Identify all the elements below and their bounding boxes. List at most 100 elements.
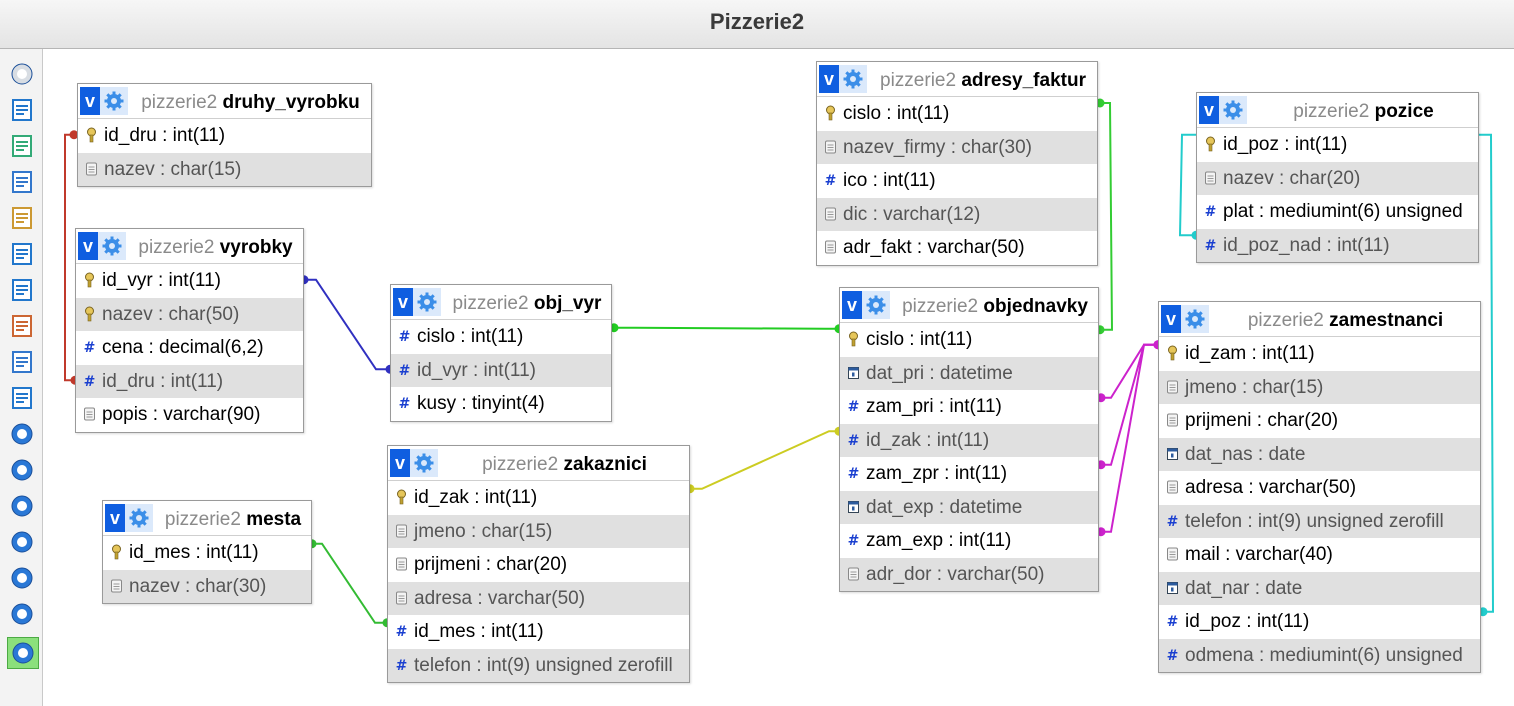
table-column-row[interactable]: id_zak : int(11) <box>388 481 689 515</box>
gear-icon[interactable] <box>125 504 153 532</box>
save-icon[interactable] <box>9 241 35 267</box>
table-column-row[interactable]: id_zam : int(11) <box>1159 337 1480 371</box>
table-column-row[interactable]: dat_nas : date <box>1159 437 1480 471</box>
export-icon[interactable] <box>9 601 35 627</box>
table-column-row[interactable]: nazev : char(15) <box>78 152 371 186</box>
table-column-row[interactable]: #plat : mediumint(6) unsigned <box>1197 195 1478 229</box>
gear-icon[interactable] <box>410 449 438 477</box>
table-column-row[interactable]: prijmeni : char(20) <box>1159 404 1480 438</box>
table-column-row[interactable]: #zam_zpr : int(11) <box>840 457 1098 491</box>
table-list-icon[interactable] <box>9 349 35 375</box>
table-column-row[interactable]: cislo : int(11) <box>817 97 1097 131</box>
table-column-row[interactable]: adresa : varchar(50) <box>1159 471 1480 505</box>
table-column-row[interactable]: #cena : decimal(6,2) <box>76 331 303 365</box>
toggle-columns-icon[interactable]: v <box>1199 96 1219 124</box>
toggle-columns-icon[interactable]: v <box>393 288 413 316</box>
table-column-row[interactable]: #id_poz_nad : int(11) <box>1197 228 1478 262</box>
table-column-row[interactable]: nazev : char(30) <box>103 569 311 603</box>
new-page-icon[interactable] <box>9 169 35 195</box>
table-column-row[interactable]: nazev_firmy : char(30) <box>817 130 1097 164</box>
fit-to-screen-icon[interactable] <box>9 97 35 123</box>
gear-icon[interactable] <box>1181 305 1209 333</box>
toggle-all-icon[interactable] <box>9 421 35 447</box>
table-column-row[interactable]: adr_fakt : varchar(50) <box>817 231 1097 265</box>
table-column-row[interactable]: nazev : char(50) <box>76 297 303 331</box>
relation-lines-icon[interactable] <box>9 385 35 411</box>
gear-icon[interactable] <box>98 232 126 260</box>
table-column-row[interactable]: jmeno : char(15) <box>1159 370 1480 404</box>
gear-icon[interactable] <box>413 288 441 316</box>
table-column-row[interactable]: #id_vyr : int(11) <box>391 353 611 387</box>
table-column-row[interactable]: #ico : int(11) <box>817 164 1097 198</box>
table-column-row[interactable]: adr_dor : varchar(50) <box>840 557 1098 591</box>
toggle-collapse-icon[interactable] <box>9 61 35 87</box>
add-tables-icon[interactable] <box>9 133 35 159</box>
table-column-row[interactable]: adresa : varchar(50) <box>388 581 689 615</box>
gear-icon[interactable] <box>100 87 128 115</box>
table-column-row[interactable]: mail : varchar(40) <box>1159 538 1480 572</box>
snap-to-grid-icon[interactable] <box>9 565 35 591</box>
table-column-row[interactable]: #zam_pri : int(11) <box>840 390 1098 424</box>
toggle-columns-icon[interactable]: v <box>390 449 410 477</box>
table-column-row[interactable]: dat_nar : date <box>1159 571 1480 605</box>
table-column-row[interactable]: #id_poz : int(11) <box>1159 605 1480 639</box>
table-column-row[interactable]: #cislo : int(11) <box>391 320 611 354</box>
table-column-row[interactable]: nazev : char(20) <box>1197 161 1478 195</box>
table-column-row[interactable]: dat_exp : datetime <box>840 490 1098 524</box>
fullscreen-icon[interactable] <box>7 637 39 669</box>
table-column-row[interactable]: #zam_exp : int(11) <box>840 524 1098 558</box>
toggle-columns-icon[interactable]: v <box>1161 305 1181 333</box>
toggle-columns-icon[interactable]: v <box>105 504 125 532</box>
table-column-row[interactable]: #odmena : mediumint(6) unsigned <box>1159 638 1480 672</box>
table-column-row[interactable]: #telefon : int(9) unsigned zerofill <box>388 648 689 682</box>
table-column-row[interactable]: #kusy : tinyint(4) <box>391 387 611 421</box>
table-column-row[interactable]: #id_dru : int(11) <box>76 364 303 398</box>
table-column-row[interactable]: jmeno : char(15) <box>388 514 689 548</box>
angular-links-icon[interactable] <box>9 457 35 483</box>
table-column-row[interactable]: id_vyr : int(11) <box>76 264 303 298</box>
toggle-columns-icon[interactable]: v <box>80 87 100 115</box>
text-column-icon <box>1204 170 1217 186</box>
help-icon[interactable] <box>9 493 35 519</box>
table-column-row[interactable]: dat_pri : datetime <box>840 356 1098 390</box>
table-column-row[interactable]: id_mes : int(11) <box>103 536 311 570</box>
toggle-columns-icon[interactable]: v <box>78 232 98 260</box>
table-column-row[interactable]: #id_mes : int(11) <box>388 615 689 649</box>
table-column-row[interactable]: cislo : int(11) <box>840 323 1098 357</box>
delete-page-icon[interactable] <box>9 313 35 339</box>
column-label: zam_exp : int(11) <box>866 530 1012 551</box>
small-big-icon[interactable] <box>9 529 35 555</box>
table-column-row[interactable]: dic : varchar(12) <box>817 197 1097 231</box>
gear-icon[interactable] <box>1219 96 1247 124</box>
table-column-row[interactable]: #telefon : int(9) unsigned zerofill <box>1159 504 1480 538</box>
toggle-columns-icon[interactable]: v <box>842 291 862 319</box>
table-column-row[interactable]: popis : varchar(90) <box>76 398 303 432</box>
edit-page-icon[interactable] <box>9 205 35 231</box>
table-column-row[interactable]: #id_zak : int(11) <box>840 423 1098 457</box>
toggle-columns-icon[interactable]: v <box>819 65 839 93</box>
table-column-row[interactable]: prijmeni : char(20) <box>388 548 689 582</box>
gear-icon[interactable] <box>839 65 867 93</box>
gear-icon[interactable] <box>862 291 890 319</box>
table-column-row[interactable]: id_poz : int(11) <box>1197 128 1478 162</box>
save-as-icon[interactable] <box>9 277 35 303</box>
table-column-row[interactable]: id_dru : int(11) <box>78 119 371 153</box>
